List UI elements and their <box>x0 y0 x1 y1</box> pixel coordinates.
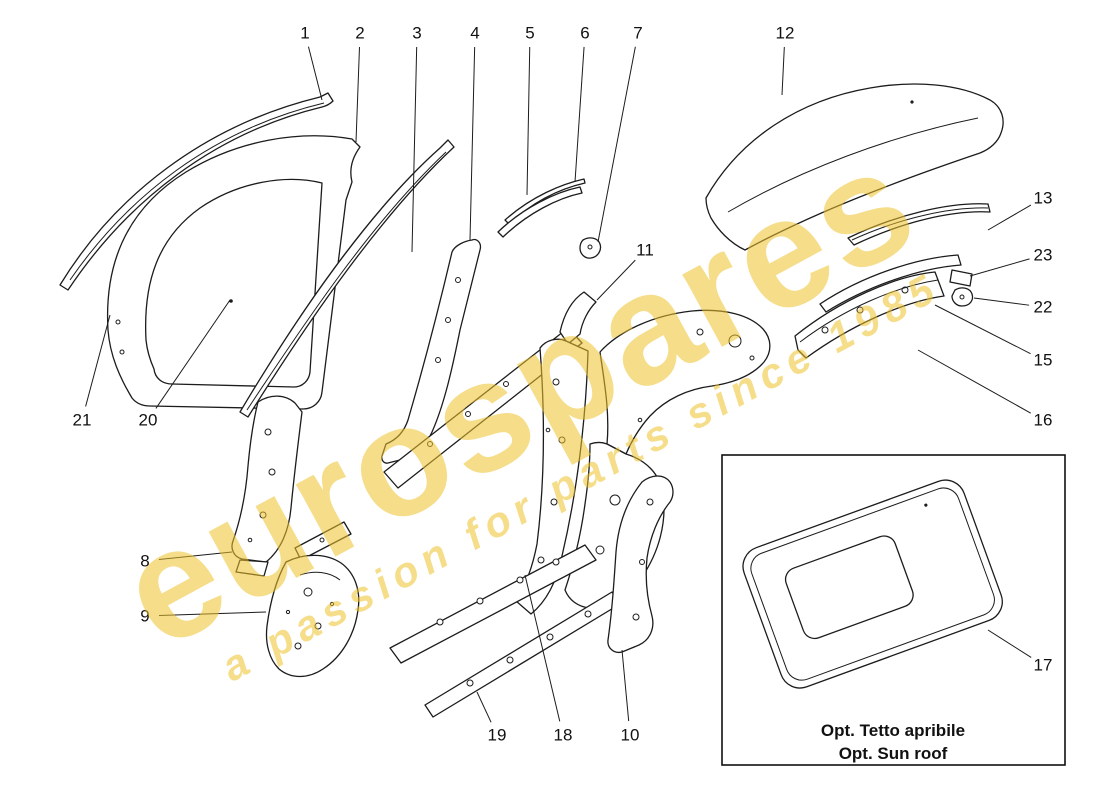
leader-line-9 <box>158 611 267 617</box>
callout-number-8: 8 <box>140 552 149 571</box>
callout-number-6: 6 <box>580 24 589 43</box>
leader-line-12 <box>781 46 785 96</box>
leader-line-20 <box>155 299 231 409</box>
callout-number-22: 22 <box>1034 298 1053 317</box>
callout-number-5: 5 <box>525 24 534 43</box>
leader-line-17 <box>987 629 1032 658</box>
leader-line-22 <box>973 297 1030 306</box>
leader-line-23 <box>969 258 1030 277</box>
part-3-cant-rail-strip-drawing <box>239 139 455 418</box>
leader-line-13 <box>987 204 1032 231</box>
part-9-lower-panel-drawing <box>265 554 360 678</box>
part-19-sill-rail-drawing <box>424 591 621 718</box>
part-1-roof-rail-trim-drawing <box>59 92 334 291</box>
callout-number-19: 19 <box>488 726 507 745</box>
callout-number-13: 13 <box>1034 189 1053 208</box>
leader-line-4 <box>469 46 476 241</box>
part-15-roof-bow-drawing <box>819 254 962 313</box>
callout-number-1: 1 <box>300 24 309 43</box>
part-8-a-pillar-inner-drawing <box>231 395 352 577</box>
part-18-sill-rail-drawing <box>389 544 597 664</box>
callout-number-10: 10 <box>621 726 640 745</box>
callout-number-4: 4 <box>470 24 479 43</box>
part-2-body-side-frame-drawing <box>106 135 361 410</box>
callout-number-9: 9 <box>140 607 149 626</box>
leader-line-16 <box>917 349 1032 414</box>
part-23-bracket-drawing <box>949 269 973 287</box>
leader-line-19 <box>476 691 492 723</box>
part-7-bracket-drawing <box>579 237 602 259</box>
leader-line-21 <box>85 314 111 407</box>
leader-line-11 <box>596 259 636 301</box>
leader-lines-layer <box>85 46 1032 723</box>
leader-line-3 <box>411 46 418 253</box>
leader-line-5 <box>526 46 531 196</box>
callout-number-16: 16 <box>1034 411 1053 430</box>
callout-number-15: 15 <box>1034 351 1053 370</box>
part-4-b-pillar-drawing <box>381 238 482 464</box>
part-12-roof-panel-drawing <box>705 83 1004 251</box>
callout-number-18: 18 <box>554 726 573 745</box>
part-17-sunroof-roof-panel-drawing <box>742 479 1003 689</box>
leader-line-2 <box>355 46 360 143</box>
inset-caption-english: Opt. Sun roof <box>839 744 948 763</box>
part-5-drip-strip-drawing <box>497 186 583 238</box>
callout-number-2: 2 <box>355 24 364 43</box>
leader-line-10 <box>621 649 630 722</box>
callout-number-7: 7 <box>633 24 642 43</box>
part-13-roof-strip-drawing <box>847 203 991 246</box>
part-16-roof-crossmember-drawing <box>794 271 945 359</box>
sunroof-option-inset: Opt. Tetto apribile Opt. Sun roof <box>721 454 1066 766</box>
callout-number-21: 21 <box>73 411 92 430</box>
callout-number-3: 3 <box>412 24 421 43</box>
leader-line-1 <box>307 46 323 101</box>
part-11-inner-sill-member-drawing <box>383 291 597 489</box>
leader-line-6 <box>574 46 585 183</box>
leader-line-18 <box>524 574 561 722</box>
leader-line-15 <box>934 304 1031 355</box>
inset-caption-italian: Opt. Tetto apribile <box>821 721 965 740</box>
callout-number-20: 20 <box>139 411 158 430</box>
leader-line-8 <box>158 551 233 561</box>
part-22-bracket-drawing <box>951 287 974 307</box>
part-10-c-pillar-inner-drawing <box>607 475 674 654</box>
callout-number-12: 12 <box>776 24 795 43</box>
leader-line-7 <box>597 46 636 243</box>
callout-number-11: 11 <box>636 241 654 260</box>
callout-number-17: 17 <box>1034 656 1053 675</box>
callout-number-23: 23 <box>1034 246 1053 265</box>
sunroof-option-inset-box <box>721 454 1066 766</box>
